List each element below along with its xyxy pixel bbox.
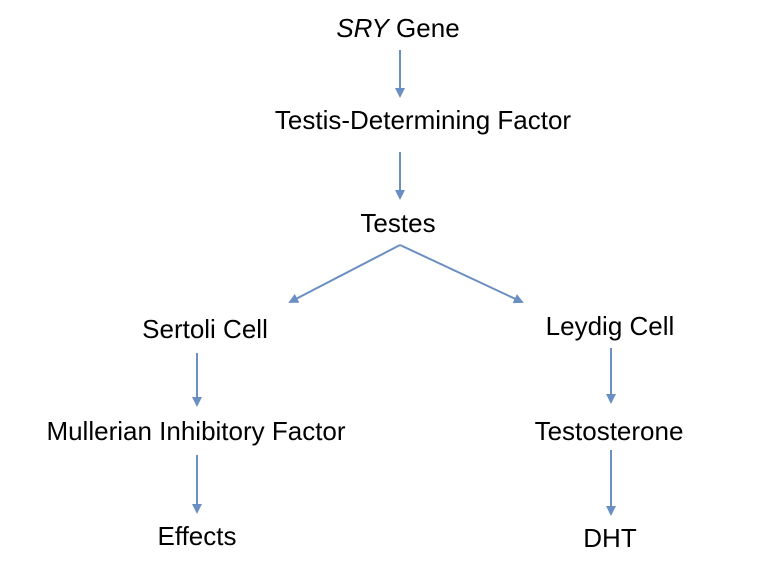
node-testosterone: Testosterone [534, 416, 684, 446]
arrow-testes-to-sertoli [288, 244, 401, 303]
node-effects: Effects [157, 521, 237, 551]
node-sry-gene: SRY Gene [336, 12, 459, 44]
node-testes: Testes [360, 208, 436, 238]
node-leydig-cell: Leydig Cell [545, 311, 675, 341]
sry-italic-label: SRY [336, 13, 389, 43]
node-testis-determining-factor: Testis-Determining Factor [274, 105, 572, 135]
sry-gene-label: Gene [388, 13, 460, 43]
node-dht: DHT [583, 523, 637, 553]
arrow-testes-to-leydig [399, 244, 524, 304]
node-sertoli-cell: Sertoli Cell [142, 314, 268, 344]
node-mullerian-inhibitory-factor: Mullerian Inhibitory Factor [46, 416, 346, 446]
